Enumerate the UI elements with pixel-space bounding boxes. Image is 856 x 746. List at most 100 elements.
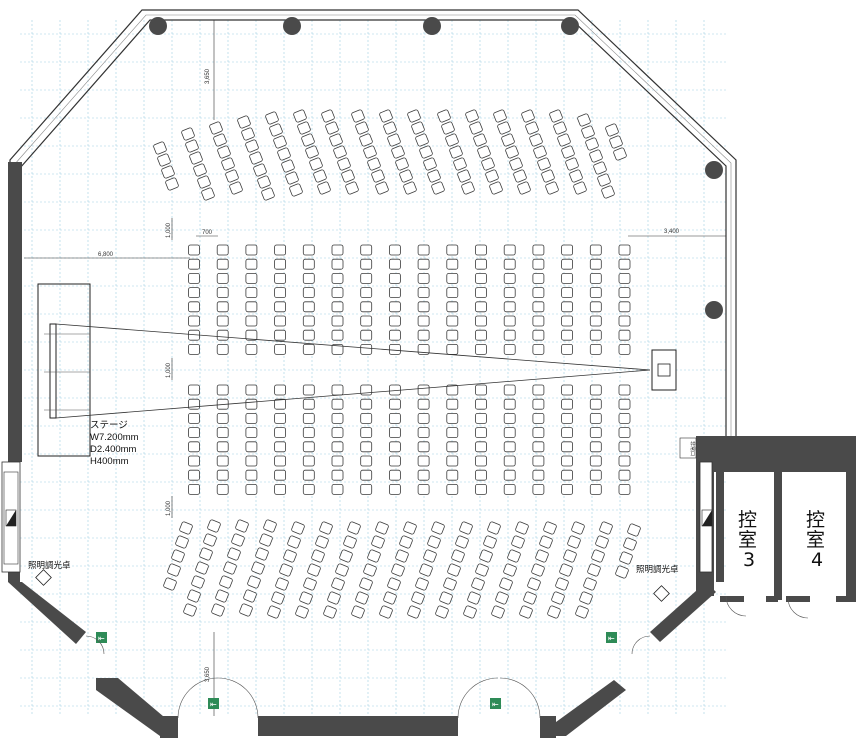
seat	[532, 315, 545, 327]
seat	[475, 301, 487, 313]
seat	[446, 301, 459, 313]
seat	[331, 315, 344, 327]
seat	[497, 121, 511, 135]
pillars	[149, 17, 723, 319]
seat	[263, 519, 277, 533]
seat	[388, 455, 401, 467]
seat	[539, 535, 553, 549]
seat	[360, 469, 373, 481]
seating-chairs	[153, 109, 641, 619]
seat	[371, 535, 385, 549]
seat	[493, 109, 507, 123]
seat	[503, 343, 516, 355]
seat	[417, 258, 430, 270]
seat	[487, 521, 501, 535]
seat	[618, 329, 631, 341]
seat	[188, 272, 200, 284]
seat	[255, 547, 269, 561]
seat	[399, 169, 413, 183]
seat	[167, 563, 181, 577]
seat	[315, 535, 329, 549]
seat	[274, 441, 287, 453]
seat	[245, 315, 258, 327]
seat	[188, 301, 200, 313]
seat	[475, 563, 489, 577]
seat	[253, 163, 267, 177]
seat	[387, 133, 401, 147]
seat	[363, 145, 377, 159]
seat	[235, 519, 249, 533]
seat	[532, 469, 545, 481]
seat	[439, 591, 453, 605]
seat	[446, 412, 459, 424]
seat	[216, 315, 229, 327]
seat	[417, 398, 430, 410]
seat	[532, 287, 545, 299]
seat	[199, 547, 213, 561]
seat	[475, 258, 487, 270]
room-4-char-1: 控	[806, 509, 825, 531]
seat	[457, 169, 471, 183]
seat	[391, 563, 405, 577]
seat	[609, 135, 623, 149]
seat	[503, 315, 516, 327]
seat	[561, 329, 573, 341]
seat	[269, 123, 283, 137]
seat	[331, 329, 344, 341]
seat	[211, 603, 225, 617]
seat	[188, 412, 200, 424]
seat	[388, 244, 401, 256]
seat	[481, 157, 495, 171]
seat	[561, 398, 573, 410]
seat	[388, 427, 401, 439]
seat	[345, 181, 359, 195]
seat	[359, 133, 373, 147]
seat	[417, 329, 430, 341]
seat	[561, 145, 575, 159]
seat	[157, 153, 171, 167]
seat	[247, 575, 261, 589]
seat	[491, 605, 505, 619]
seat	[187, 589, 201, 603]
seat	[217, 145, 231, 159]
seat	[188, 455, 200, 467]
seat	[245, 139, 259, 153]
emergency-exit-icon: ⇤	[208, 698, 219, 709]
seat	[360, 343, 373, 355]
seat	[459, 521, 473, 535]
dim-stage-distance: 6,800	[98, 252, 114, 258]
seat	[331, 244, 344, 256]
seat	[532, 483, 545, 495]
seat	[311, 549, 325, 563]
seat	[360, 272, 373, 284]
seat	[618, 343, 631, 355]
seat	[463, 605, 477, 619]
seat	[483, 535, 497, 549]
seat	[507, 549, 521, 563]
seat	[325, 121, 339, 135]
seat	[503, 258, 516, 270]
seat	[319, 521, 333, 535]
seat	[445, 133, 459, 147]
seat	[415, 133, 429, 147]
seat	[423, 157, 437, 171]
seat	[446, 469, 459, 481]
seat	[475, 483, 487, 495]
seat	[383, 591, 397, 605]
seat	[495, 591, 509, 605]
seat	[241, 127, 255, 141]
seat	[331, 427, 344, 439]
console-left-label: 照明調光卓	[28, 560, 71, 570]
seat	[251, 561, 265, 575]
seat	[532, 343, 545, 355]
seat	[477, 145, 491, 159]
seat	[475, 315, 487, 327]
seat	[305, 145, 319, 159]
seat	[561, 343, 573, 355]
seat	[561, 427, 573, 439]
seat	[331, 384, 344, 396]
seat	[391, 145, 405, 159]
seat	[181, 127, 195, 141]
seat	[153, 141, 167, 155]
seat	[567, 535, 581, 549]
